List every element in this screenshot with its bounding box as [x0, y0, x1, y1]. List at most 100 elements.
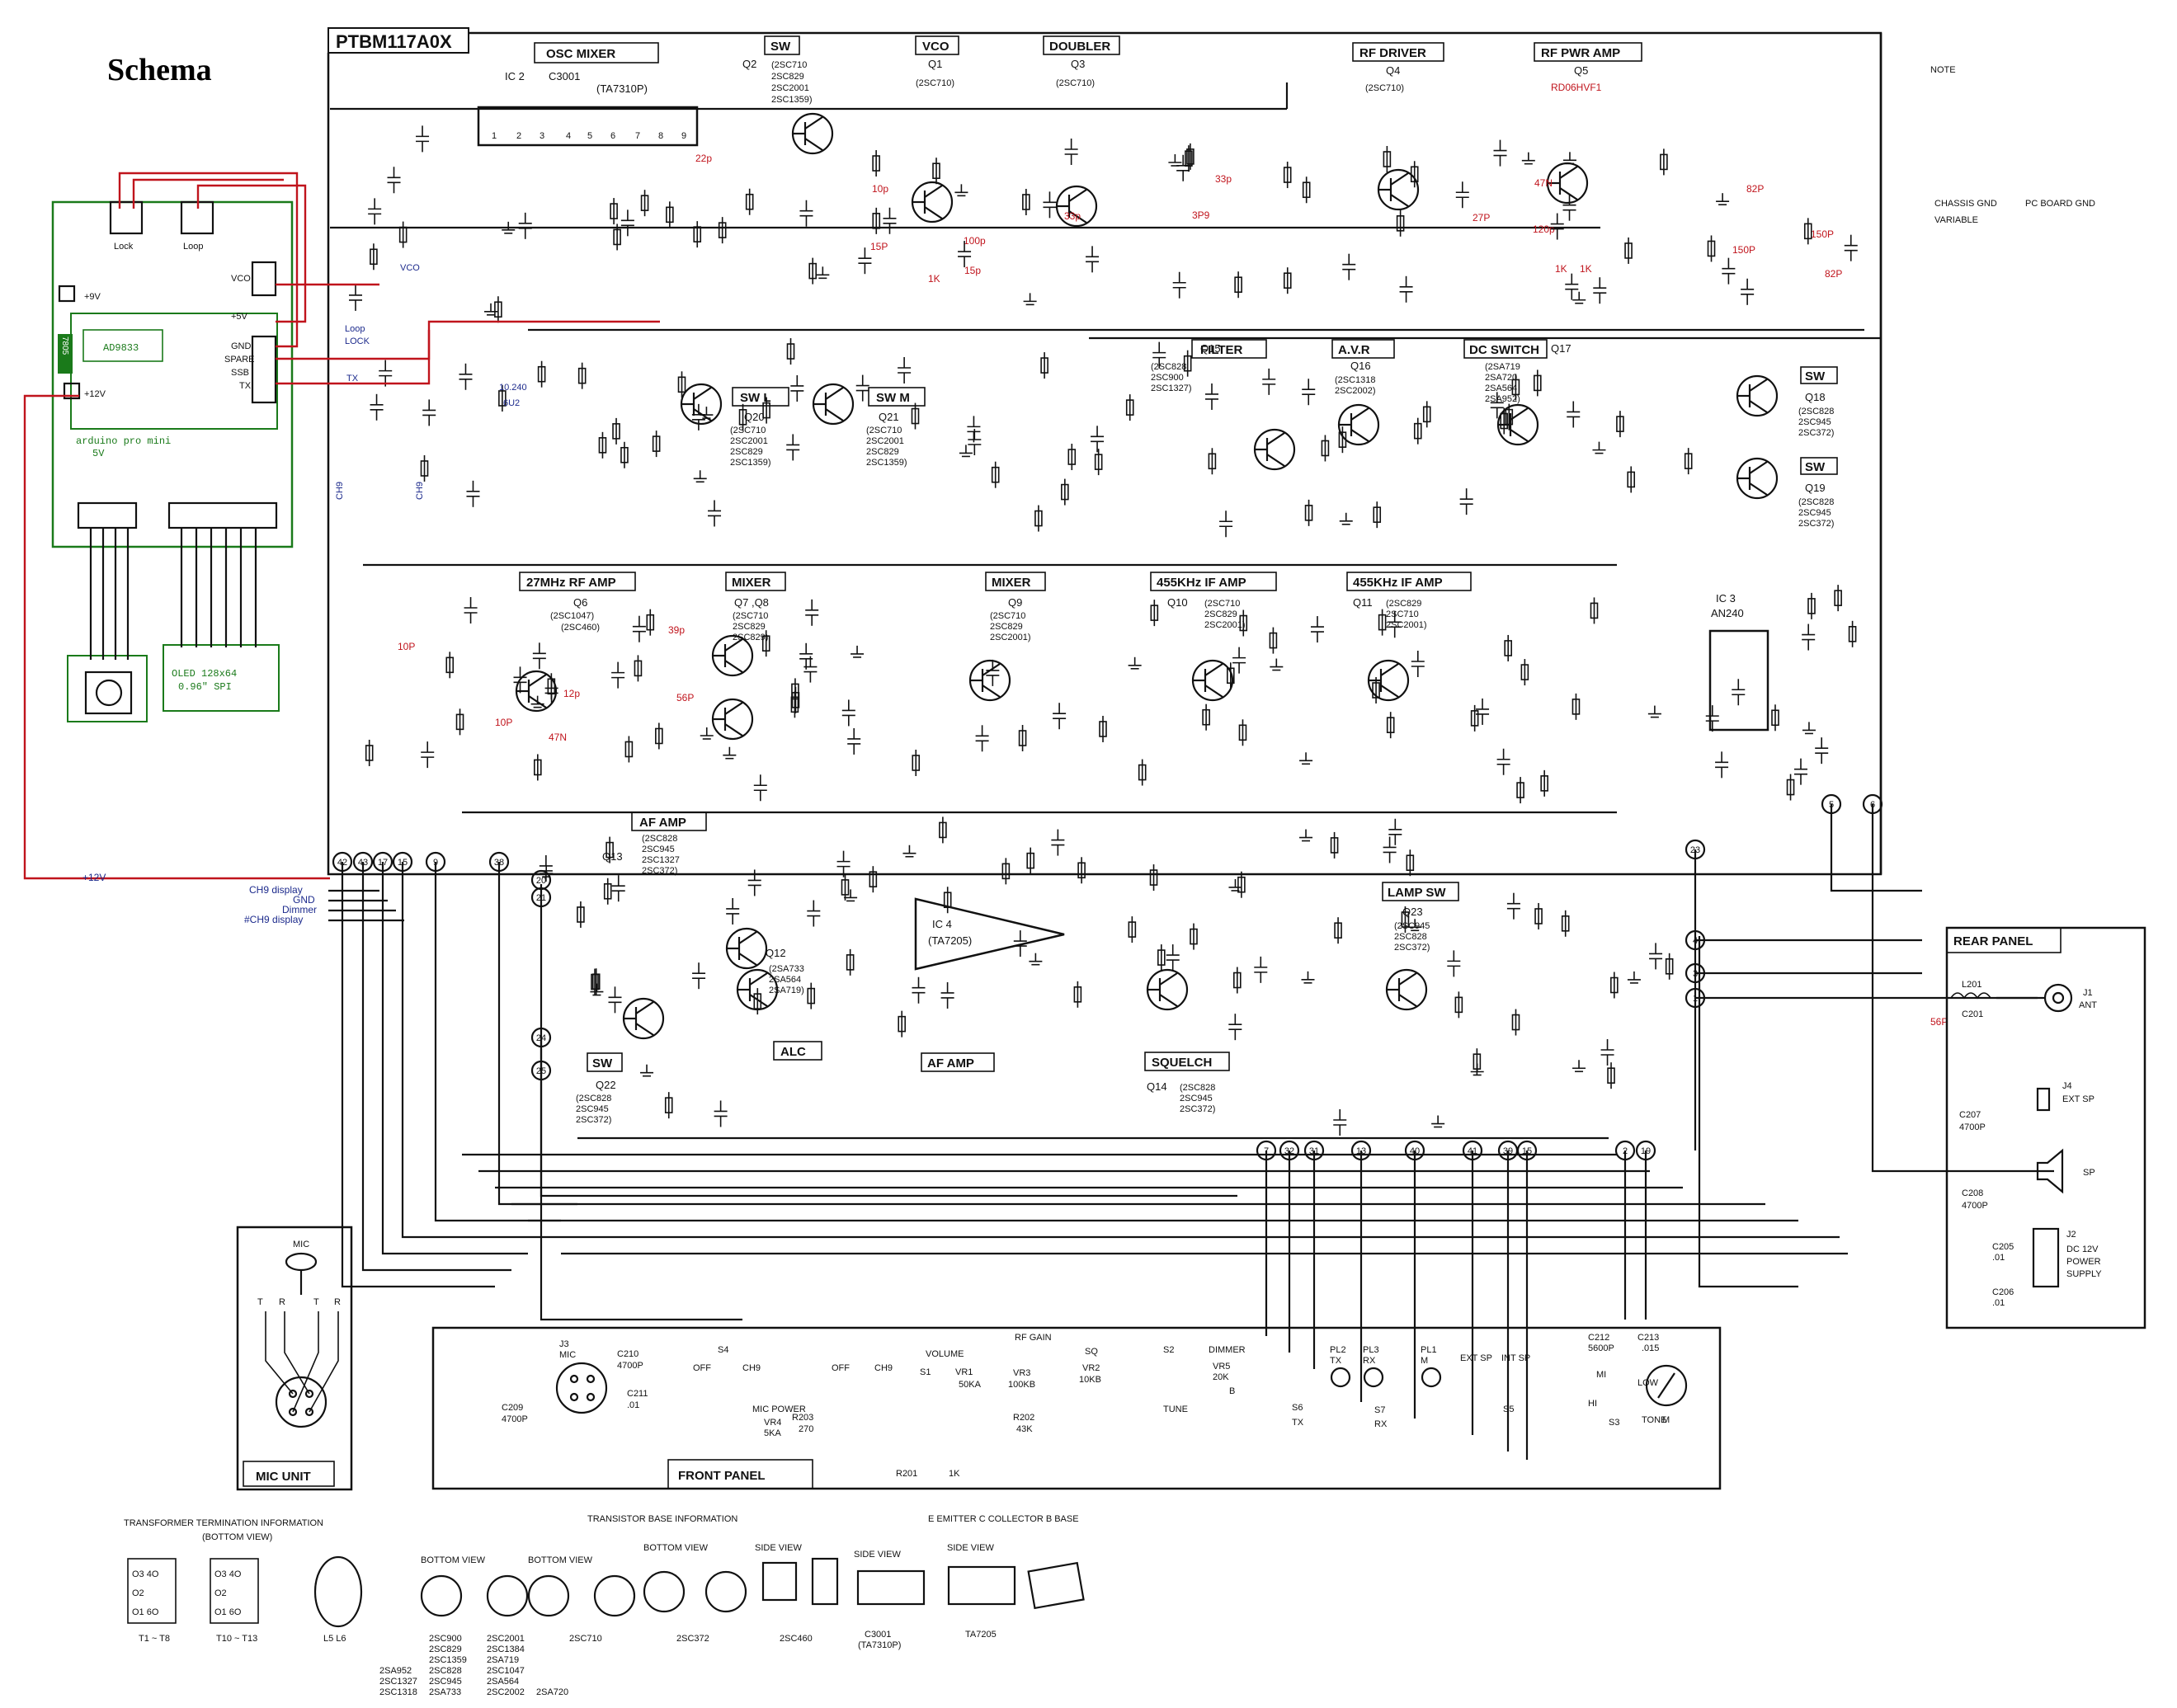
- capacitor: [986, 659, 1000, 686]
- svg-text:RX: RX: [1374, 1419, 1388, 1429]
- rear-panel: REAR PANEL J1 ANT L201 C201 J4 EXT SP C2…: [1945, 926, 2146, 1329]
- svg-text:2SA720: 2SA720: [1485, 373, 1517, 383]
- capacitor: [422, 399, 436, 426]
- capacitor: [532, 642, 546, 670]
- resistor: [898, 1010, 907, 1038]
- resistor: [613, 223, 621, 251]
- svg-text:E EMITTER C COLLECTOR B BASE: E EMITTER C COLLECTOR B BASE: [928, 1514, 1079, 1524]
- svg-text:M: M: [1662, 1415, 1670, 1425]
- legend-chassis-gnd: CHASSIS GND: [1934, 199, 1997, 209]
- capacitor: [1411, 650, 1425, 677]
- svg-text:(TA7310P): (TA7310P): [858, 1640, 901, 1650]
- svg-text:2SC372): 2SC372): [1180, 1104, 1215, 1114]
- resistor: [1533, 369, 1542, 397]
- capacitor: [1205, 383, 1219, 410]
- resistor: [1511, 1009, 1520, 1036]
- resistor: [606, 836, 614, 863]
- svg-text:RF PWR AMP: RF PWR AMP: [1541, 46, 1620, 60]
- resistor: [1627, 466, 1636, 493]
- svg-text:8: 8: [658, 131, 663, 141]
- resistor: [846, 948, 855, 976]
- svg-text:MIXER: MIXER: [992, 576, 1031, 590]
- resistor: [534, 754, 542, 781]
- svg-text:R202: R202: [1013, 1413, 1034, 1423]
- svg-text:MIC UNIT: MIC UNIT: [256, 1470, 311, 1484]
- svg-text:(2SC710: (2SC710: [1204, 599, 1240, 609]
- svg-text:1K: 1K: [928, 273, 940, 285]
- svg-text:Q3: Q3: [1071, 58, 1085, 70]
- svg-text:2SC828: 2SC828: [1394, 932, 1427, 942]
- svg-text:Q4: Q4: [1386, 64, 1400, 77]
- svg-text:1: 1: [492, 131, 497, 141]
- ground-symbol: [816, 266, 830, 280]
- transistor-symbol: [622, 997, 665, 1040]
- transistor-symbol: [680, 383, 723, 426]
- svg-text:20K: 20K: [1213, 1372, 1229, 1382]
- svg-text:(2SC829: (2SC829: [1386, 599, 1421, 609]
- capacitor: [620, 209, 634, 237]
- svg-text:C205: C205: [1992, 1242, 2014, 1252]
- svg-text:(TA7205): (TA7205): [928, 934, 972, 947]
- svg-text:Loop: Loop: [183, 242, 203, 252]
- resistor: [1413, 417, 1422, 445]
- capacitor: [1732, 679, 1746, 706]
- svg-text:100p: 100p: [964, 235, 986, 247]
- resistor: [1534, 902, 1543, 929]
- capacitor: [611, 875, 625, 902]
- resistor: [624, 736, 634, 763]
- svg-text:VR4: VR4: [764, 1418, 781, 1428]
- svg-text:10.240: 10.240: [499, 383, 527, 393]
- capacitor: [1496, 748, 1510, 775]
- resistor: [664, 1092, 673, 1119]
- svg-text:Q1: Q1: [928, 58, 942, 70]
- svg-text:(2SC710: (2SC710: [866, 426, 902, 435]
- svg-text:+12V: +12V: [84, 389, 106, 399]
- svg-text:Q17: Q17: [1551, 342, 1571, 355]
- svg-text:Q21: Q21: [879, 411, 899, 423]
- svg-text:2SC372): 2SC372): [576, 1115, 611, 1125]
- resistor: [537, 360, 546, 388]
- svg-text:RX: RX: [1363, 1356, 1376, 1366]
- capacitor: [1176, 154, 1190, 181]
- svg-text:VOLUME: VOLUME: [926, 1349, 964, 1359]
- resistor: [445, 652, 455, 679]
- front-panel: FRONT PANEL J3 MIC C210 4700P C209 4700P…: [431, 1326, 1722, 1490]
- svg-text:33p: 33p: [1064, 210, 1081, 222]
- capacitor: [841, 699, 855, 727]
- svg-text:Q16: Q16: [1350, 360, 1371, 372]
- svg-text:C3001: C3001: [549, 70, 580, 82]
- svg-text:2SC372): 2SC372): [1798, 519, 1834, 529]
- svg-text:SW: SW: [1805, 460, 1826, 474]
- svg-text:Q13: Q13: [602, 850, 623, 863]
- capacitor: [1302, 379, 1316, 406]
- svg-text:2SC2001: 2SC2001: [730, 436, 768, 446]
- transistor-symbol: [1253, 428, 1296, 471]
- ground-symbol: [844, 889, 858, 902]
- resistor: [640, 190, 649, 217]
- ground-symbol: [1562, 152, 1576, 165]
- capacitor: [611, 661, 625, 689]
- svg-text:Q6: Q6: [573, 596, 587, 609]
- svg-text:AF AMP: AF AMP: [927, 1056, 974, 1070]
- svg-text:2SC1384: 2SC1384: [487, 1644, 525, 1654]
- svg-text:Q15: Q15: [1200, 342, 1221, 355]
- svg-text:455KHz IF AMP: 455KHz IF AMP: [1353, 576, 1443, 590]
- ground-symbol: [1023, 293, 1037, 306]
- resistor: [1022, 188, 1030, 215]
- resistor: [1330, 831, 1339, 859]
- svg-text:4: 4: [566, 131, 571, 141]
- capacitor: [1152, 341, 1166, 369]
- resistor: [1454, 991, 1463, 1019]
- resistor: [1500, 407, 1509, 435]
- capacitor: [1388, 818, 1402, 845]
- svg-text:L5 L6: L5 L6: [323, 1634, 346, 1644]
- resistor: [1302, 176, 1311, 204]
- svg-text:2SA952): 2SA952): [1485, 394, 1520, 404]
- resistor: [912, 750, 921, 777]
- svg-text:C201: C201: [1962, 1009, 1983, 1019]
- transistor-symbol: [1146, 968, 1189, 1011]
- svg-text:GND: GND: [293, 894, 315, 906]
- svg-text:VR1: VR1: [955, 1367, 973, 1377]
- ground-symbol: [851, 645, 865, 658]
